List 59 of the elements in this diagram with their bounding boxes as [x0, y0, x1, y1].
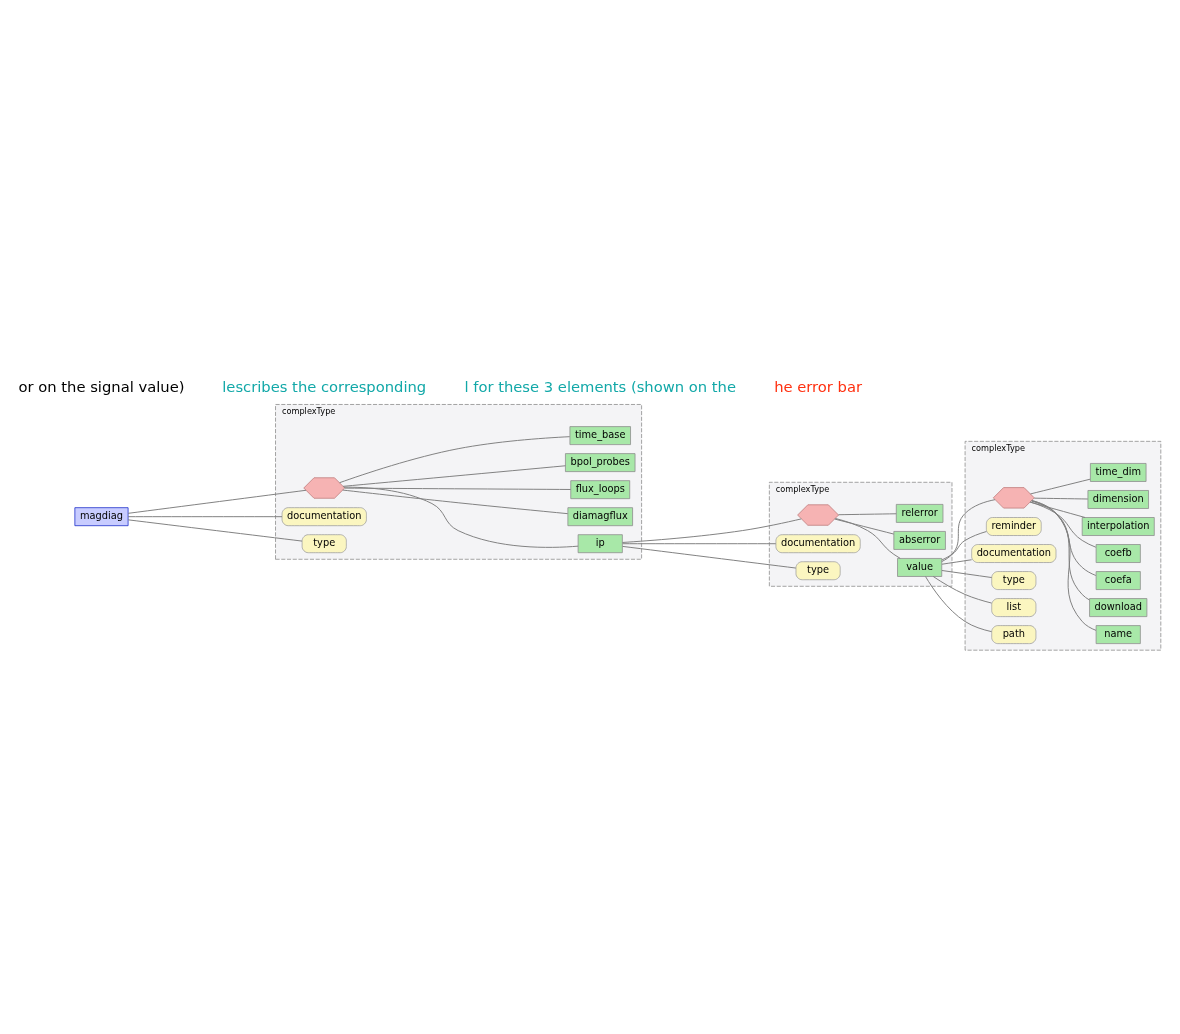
label: he error bar — [774, 377, 863, 395]
connector — [1029, 500, 1097, 548]
node-box: documentation — [281, 506, 367, 526]
node-box: path — [991, 624, 1037, 644]
connector — [622, 542, 777, 544]
node-hexagon — [992, 486, 1035, 508]
label: or on the signal value) — [18, 377, 185, 395]
connector — [837, 512, 897, 515]
node-box: name — [1095, 624, 1141, 644]
connector — [941, 530, 987, 561]
connector — [127, 489, 307, 514]
connector — [621, 517, 802, 543]
node-box: relerror — [895, 503, 944, 523]
connector — [342, 464, 566, 487]
connector — [932, 575, 993, 604]
connector — [1031, 500, 1097, 576]
connector — [343, 486, 579, 548]
connector — [1029, 501, 1086, 518]
connector — [941, 498, 996, 562]
node-box: magdiag — [74, 506, 129, 526]
node-hexagon — [303, 476, 346, 499]
connector — [622, 545, 797, 569]
node-box: dimension — [1087, 489, 1149, 509]
connector — [1031, 499, 1097, 631]
node-box: reminder — [985, 516, 1042, 536]
node-box: type — [301, 533, 347, 553]
connector — [1033, 497, 1089, 499]
connector — [941, 558, 973, 565]
connector — [127, 515, 283, 517]
node-box: list — [991, 597, 1037, 617]
node-box: abserror — [893, 530, 946, 550]
node-box: documentation — [775, 533, 861, 553]
node-box: download — [1089, 597, 1148, 617]
node-box: interpolation — [1081, 516, 1155, 536]
connector — [941, 569, 993, 578]
node-box: type — [795, 560, 841, 580]
node-box: documentation — [971, 543, 1057, 563]
node-box: coefa — [1095, 570, 1141, 590]
node-box: diamagflux — [567, 506, 633, 526]
label: lescribes the corresponding — [222, 377, 427, 395]
node-hexagon — [797, 503, 839, 526]
connector — [1031, 499, 1090, 600]
connector — [834, 517, 901, 559]
connector — [834, 518, 895, 535]
connector — [1029, 478, 1091, 494]
node-box: bpol_probes — [565, 452, 636, 472]
node-box: coefb — [1095, 543, 1141, 563]
label: l for these 3 elements (shown on the — [464, 377, 737, 395]
node-box: type — [991, 570, 1037, 590]
node-box: flux_loops — [570, 479, 631, 499]
connector — [339, 435, 571, 483]
connector — [342, 489, 569, 514]
node-box: value — [897, 557, 943, 577]
node-box: time_base — [569, 425, 631, 445]
node-box: ip — [577, 533, 623, 553]
node-box: time_dim — [1090, 462, 1147, 482]
connector — [127, 518, 303, 542]
connector — [344, 487, 572, 490]
connector — [925, 575, 993, 632]
